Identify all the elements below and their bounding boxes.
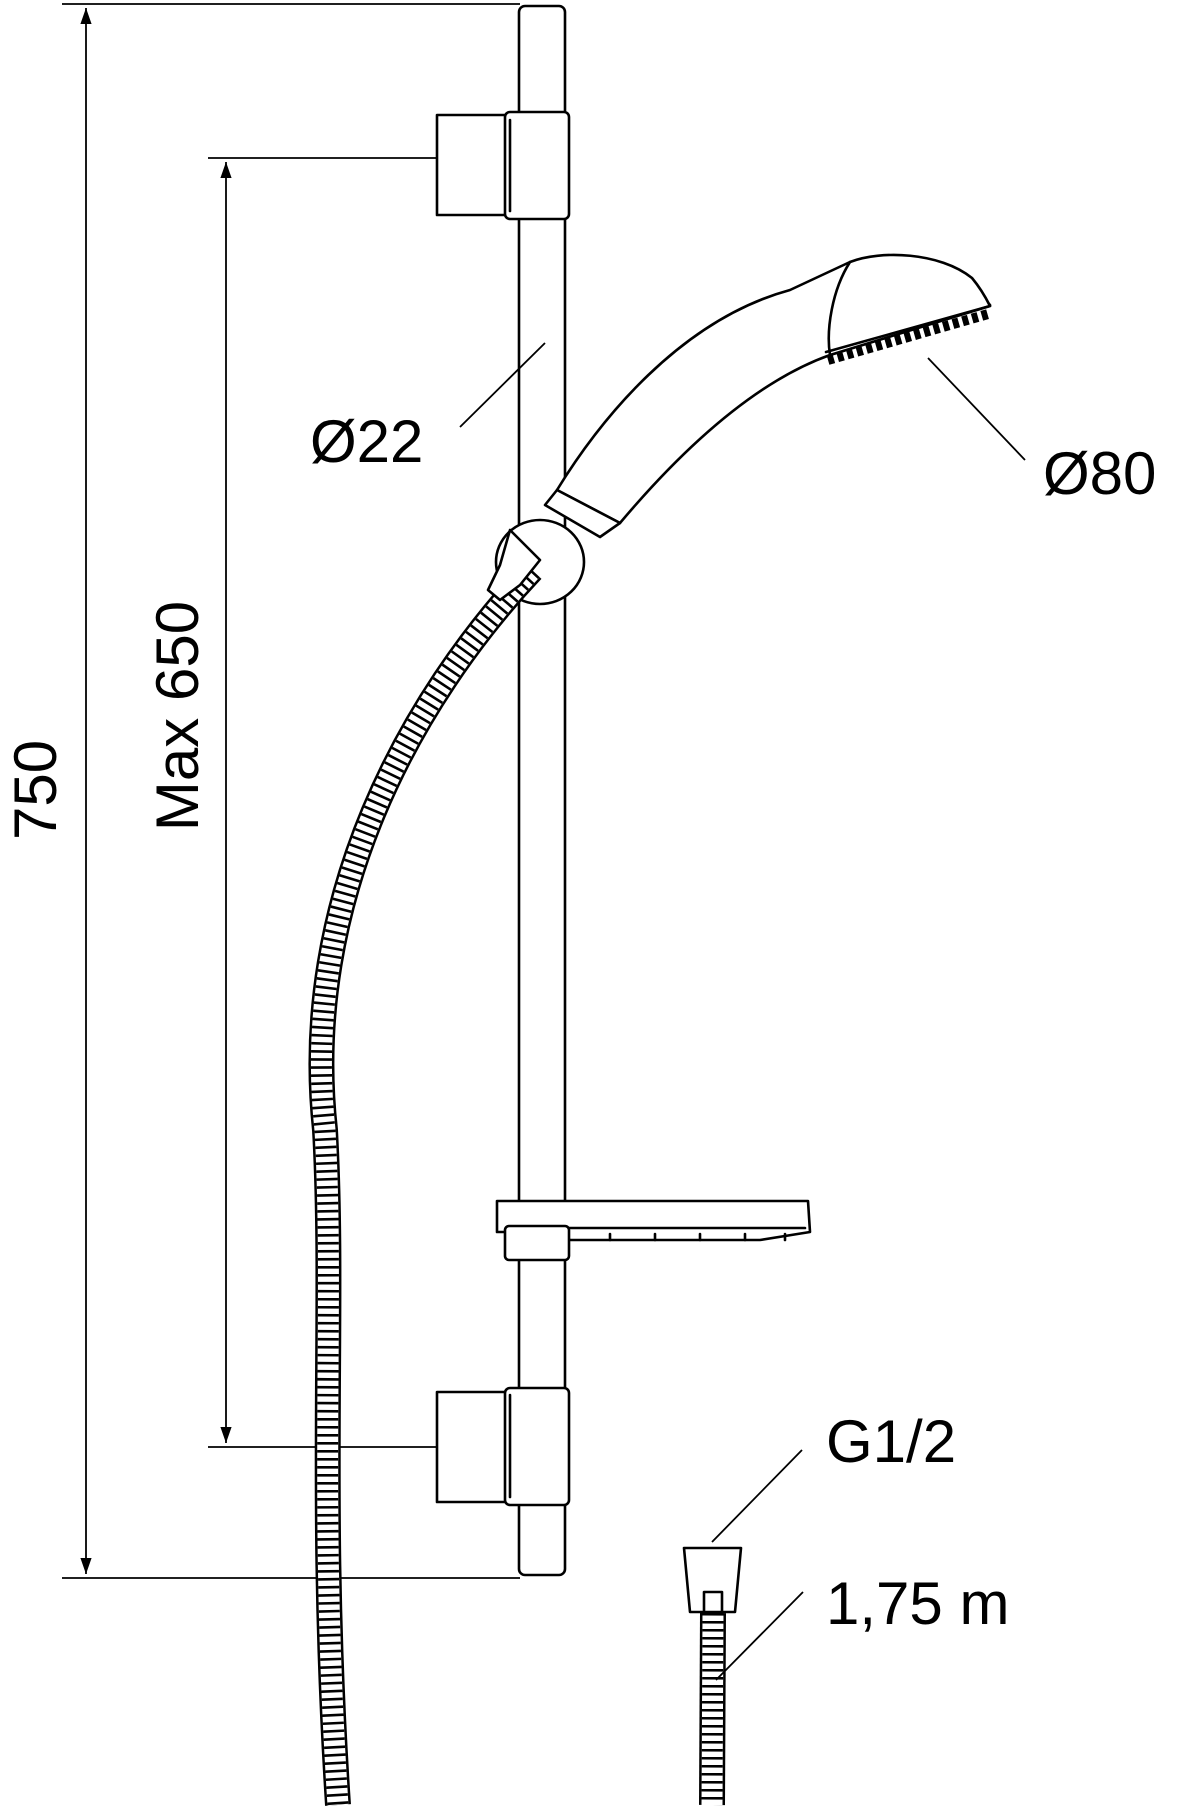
shower-hose [308, 561, 542, 1806]
soap-dish [495, 1199, 812, 1262]
head-diameter-callout: Ø80 [927, 357, 1156, 507]
hose-nut-g12 [682, 1546, 743, 1614]
lower-wall-bracket [435, 1386, 571, 1507]
thread-callout: G1/2 [711, 1408, 956, 1543]
upper-bracket-clamp [503, 110, 571, 221]
handle-neck [543, 488, 622, 539]
max-adjustment-label: Max 650 [144, 601, 211, 831]
upper-bracket-block [435, 113, 519, 217]
lower-bracket-clamp [503, 1386, 571, 1507]
lower-bracket-block [435, 1390, 519, 1504]
rail-diameter-callout: Ø22 [310, 342, 546, 475]
hose-connector [486, 528, 542, 602]
head-diameter-leader [927, 357, 1026, 461]
hose-nut-insert [702, 1590, 724, 1614]
overall-height-label: 750 [2, 740, 69, 840]
thread-label: G1/2 [826, 1408, 956, 1475]
soap-dish-clamp [503, 1224, 571, 1262]
max-adjustment-dimension: Max 650 [144, 157, 437, 1448]
hose-length-leader [715, 1591, 804, 1681]
rail-diameter-leader [459, 342, 546, 428]
rail-diameter-label: Ø22 [310, 408, 423, 475]
hand-shower [486, 253, 992, 602]
hose-length-label: 1,75 m [826, 1570, 1009, 1637]
shower-head [827, 253, 992, 357]
hose-detail [682, 1546, 743, 1806]
head-diameter-label: Ø80 [1043, 440, 1156, 507]
slide-rail [517, 4, 567, 1577]
overall-height-dimension: 750 [2, 3, 520, 1579]
rail-tube [517, 4, 567, 1577]
upper-wall-bracket [435, 110, 571, 221]
thread-leader [711, 1449, 803, 1543]
hose-length-callout: 1,75 m [715, 1570, 1009, 1681]
